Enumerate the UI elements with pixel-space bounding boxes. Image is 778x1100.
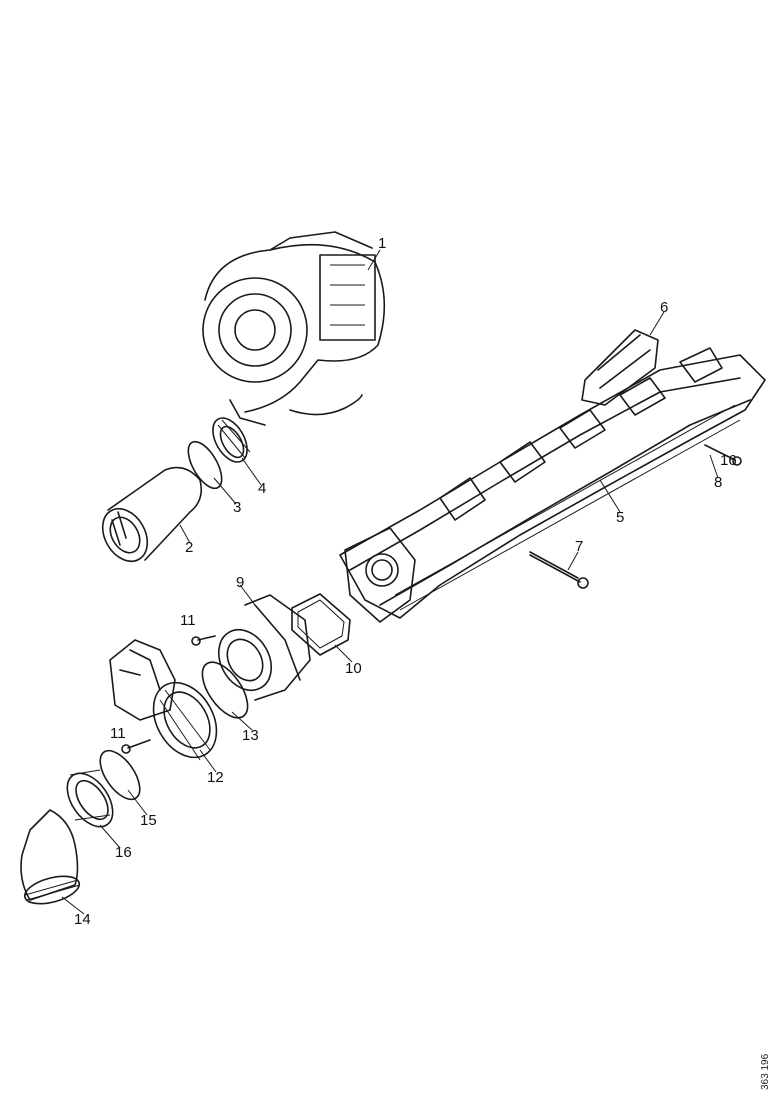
part-7-long-bolt xyxy=(529,551,589,589)
callout-8: 8 xyxy=(714,474,722,491)
callout-12: 12 xyxy=(207,769,224,786)
part-5-manifold xyxy=(339,347,766,623)
callout-13: 13 xyxy=(242,727,259,744)
callout-6: 6 xyxy=(660,299,668,316)
part-9-elbow xyxy=(217,594,311,701)
callout-10: 10 xyxy=(345,660,362,677)
callout-11b: 11 xyxy=(110,725,126,742)
callouts: 1 2 3 4 5 6 7 8 9 10 11 11 12 13 14 15 1… xyxy=(74,235,737,928)
callout-11a: 11 xyxy=(180,612,196,629)
part-10-gasket xyxy=(291,593,351,656)
part-11a-bolt xyxy=(191,635,216,646)
part-14-elbow-hose xyxy=(20,809,81,905)
part-11b-bolt xyxy=(121,739,151,754)
callout-3: 3 xyxy=(233,499,241,516)
callout-16b: 16 xyxy=(720,452,737,469)
callout-2: 2 xyxy=(185,539,193,556)
callout-15: 15 xyxy=(140,812,157,829)
callout-7: 7 xyxy=(575,538,583,555)
callout-1: 1 xyxy=(378,235,386,252)
part-16-clamp xyxy=(66,769,114,828)
part-12-housing xyxy=(109,639,218,761)
document-id: 363 196 xyxy=(760,1053,771,1090)
part-13-gasket xyxy=(201,661,249,719)
part-15-gasket xyxy=(99,749,141,801)
callout-9: 9 xyxy=(236,574,244,591)
part-2-pipe xyxy=(101,466,203,563)
part-4-flange xyxy=(212,417,251,463)
callout-16: 16 xyxy=(115,844,132,861)
part-8-bolt xyxy=(704,444,742,466)
part-1-turbocharger xyxy=(202,231,386,426)
part-6-bracket xyxy=(581,329,659,406)
leader-lines xyxy=(61,249,719,915)
callout-14: 14 xyxy=(74,911,91,928)
callout-4: 4 xyxy=(258,480,266,497)
part-3-gasket xyxy=(187,440,223,490)
callout-5: 5 xyxy=(616,509,624,526)
